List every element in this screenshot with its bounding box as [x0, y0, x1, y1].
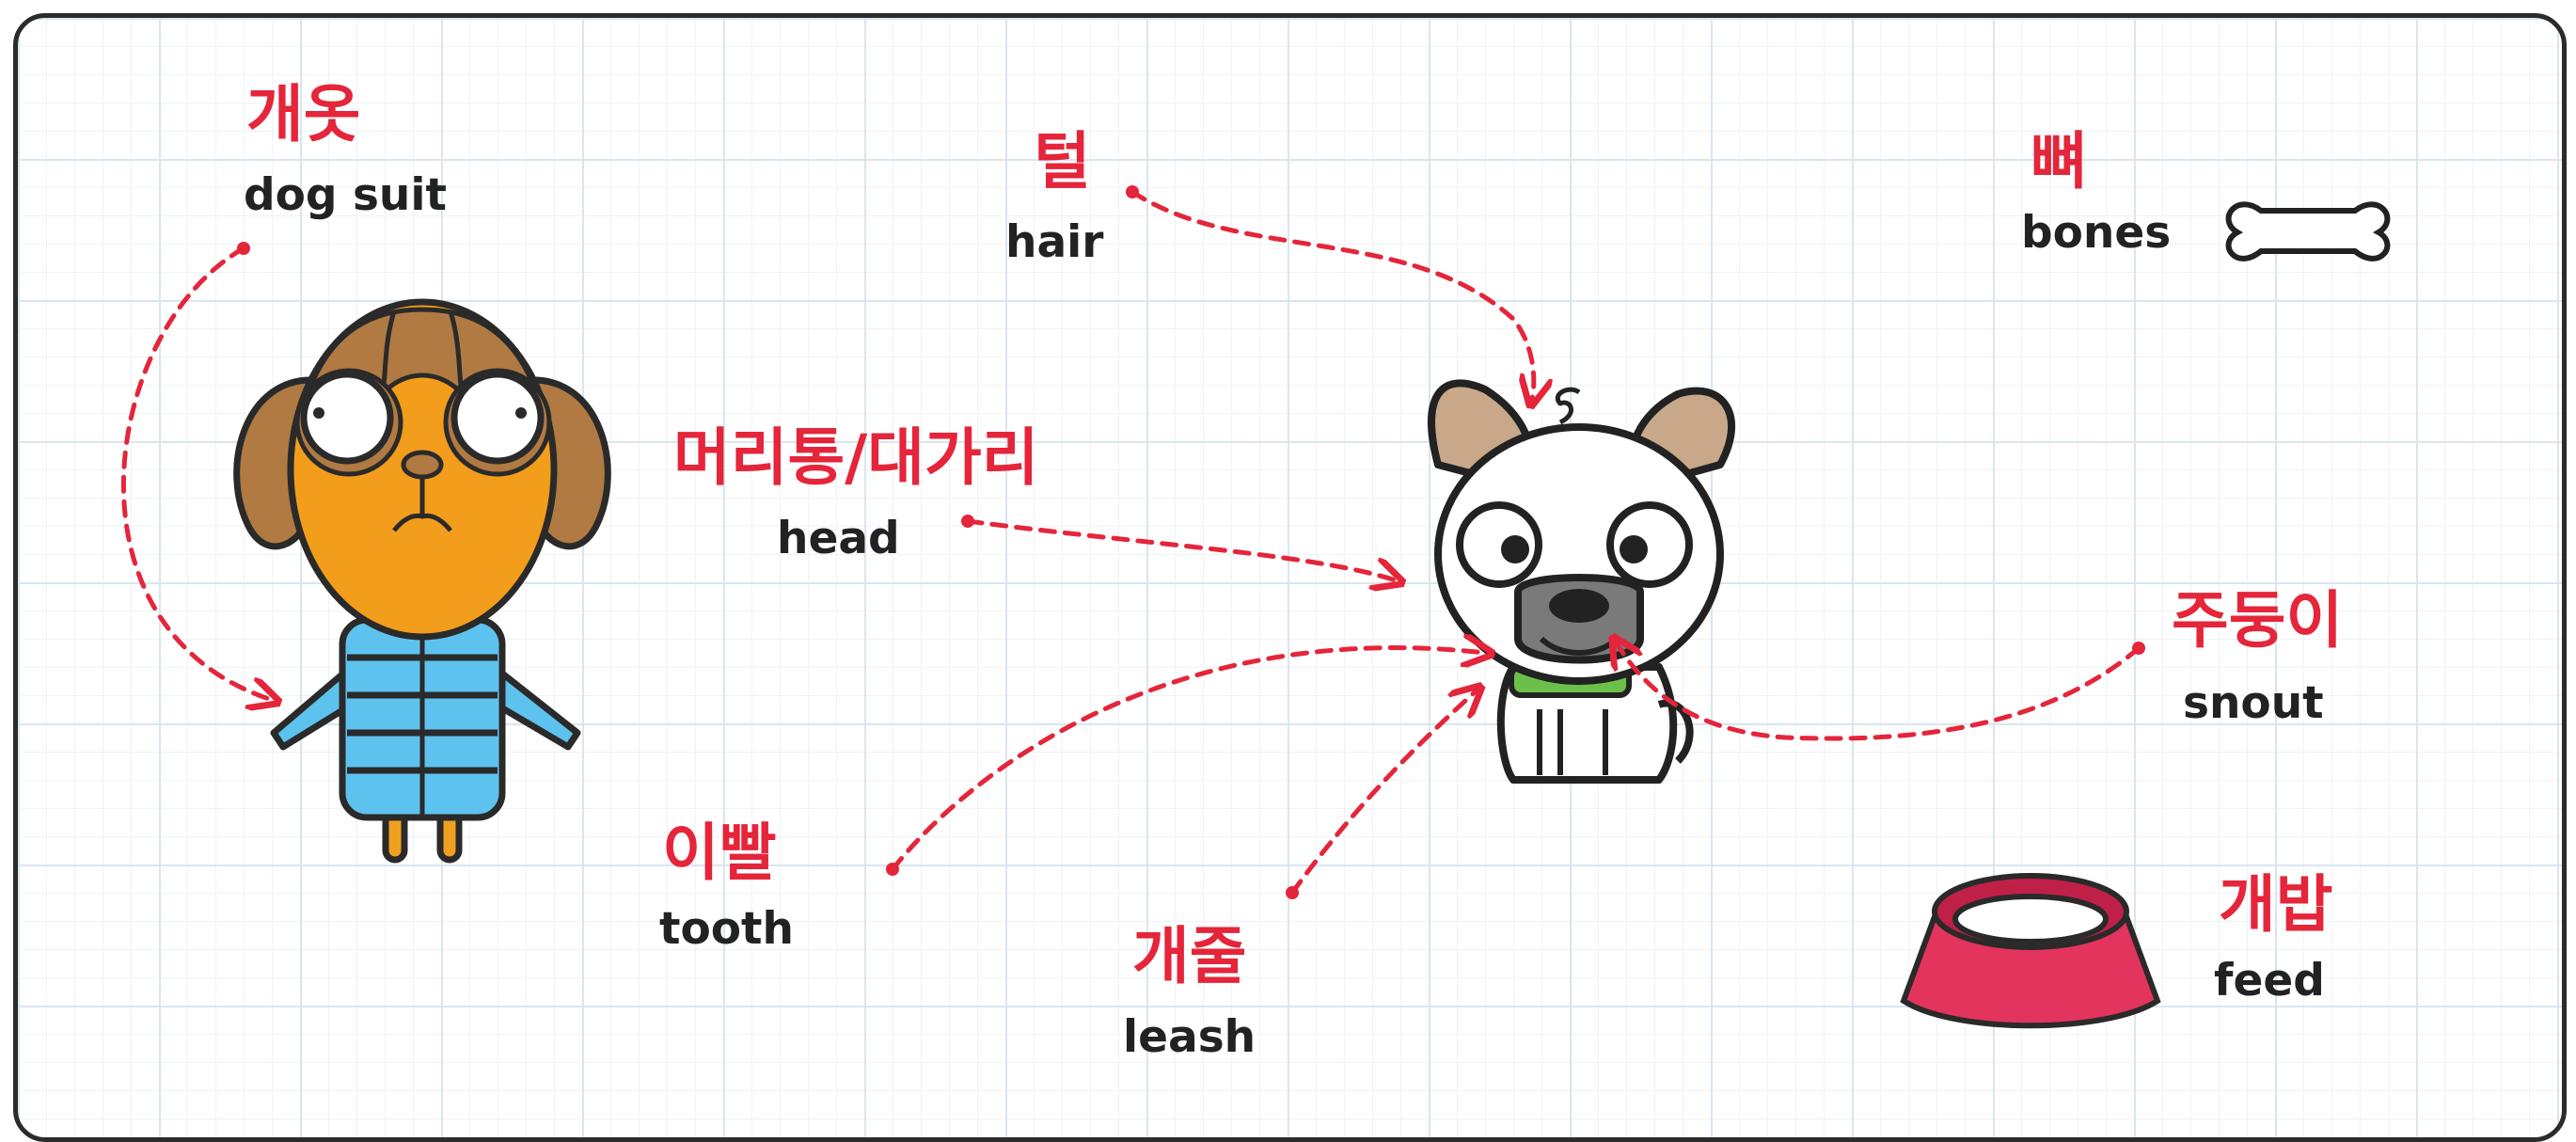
leash-korean-label: 개줄	[1132, 920, 1247, 992]
feed-english-label: feed	[2214, 955, 2325, 1007]
head-korean-label: 머리통/대가리	[673, 421, 1039, 494]
head-english-label: head	[777, 513, 900, 564]
tooth-korean-label: 이빨	[662, 817, 777, 889]
hair-english-label: hair	[1005, 216, 1104, 268]
vocabulary-board: 개옷 dog suit 털 hair 뼈 bones 머리통/대가리 head …	[13, 13, 2567, 1142]
bones-english-label: bones	[2021, 207, 2172, 259]
arrow-dog-suit	[121, 246, 272, 700]
bulldog-illustration	[1428, 379, 1735, 784]
snout-english-label: snout	[2183, 677, 2324, 729]
tooth-english-label: tooth	[659, 903, 794, 955]
arrow-head	[965, 518, 1396, 580]
snout-korean-label: 주둥이	[2172, 584, 2344, 657]
leash-english-label: leash	[1123, 1011, 1256, 1063]
feed-korean-label: 개밥	[2219, 868, 2333, 941]
dog-in-suit-illustration	[233, 298, 611, 864]
dog-suit-english-label: dog suit	[244, 169, 447, 221]
dog-suit-korean-label: 개옷	[246, 78, 361, 151]
arrows	[121, 189, 2141, 896]
dog-bowl-icon	[1900, 873, 2161, 1029]
illustration-layer	[121, 185, 2391, 1029]
arrow-snout	[1617, 643, 2141, 741]
arrow-leash	[1289, 691, 1476, 896]
bones-korean-label: 뼈	[2031, 125, 2088, 198]
arrow-hair	[1130, 189, 1534, 399]
bone-icon	[2225, 201, 2391, 262]
hair-korean-label: 털	[1034, 125, 1091, 198]
arrow-start-dots	[237, 185, 2145, 899]
arrow-tooth	[890, 648, 1485, 872]
